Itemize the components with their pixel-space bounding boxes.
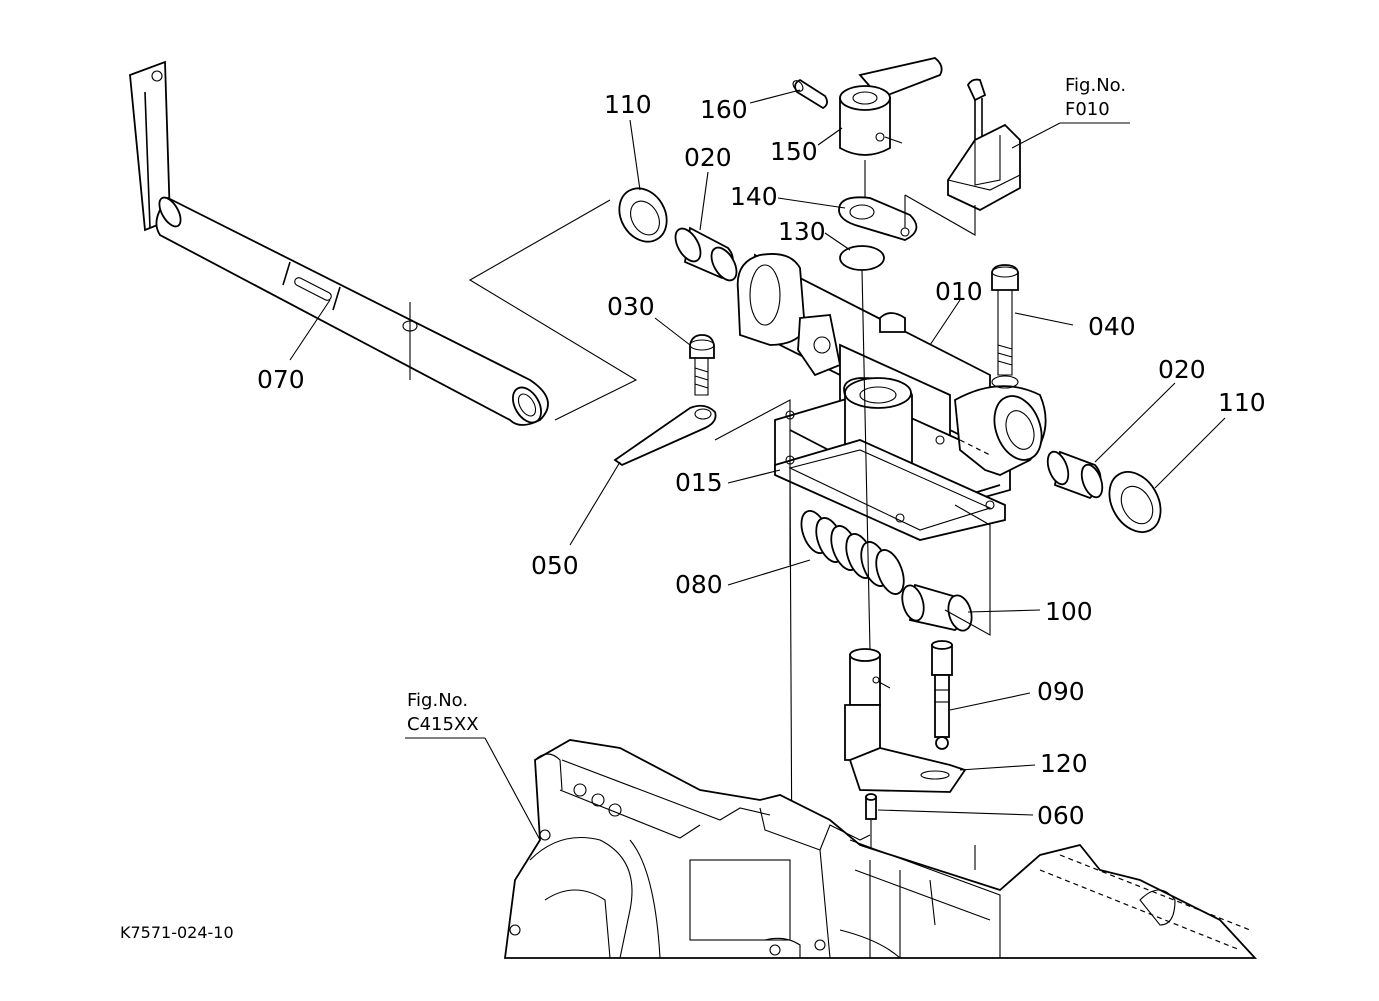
part-label-120: 120 <box>1040 749 1088 778</box>
grouping-outline-bracket <box>904 194 976 236</box>
part-015-gasket <box>774 439 1006 541</box>
part-070-shaft <box>129 60 549 426</box>
part-label-150: 150 <box>770 137 818 166</box>
part-label-130: 130 <box>778 217 826 246</box>
part-130-o-ring <box>839 245 885 271</box>
part-label-060: 060 <box>1037 801 1085 830</box>
part-label-160: 160 <box>700 95 748 124</box>
part-label-070: 070 <box>257 365 305 394</box>
part-label-010: 010 <box>935 277 983 306</box>
fig-ref-f010-number: F010 <box>1065 99 1110 120</box>
fig-ref-f010-title: Fig.No. <box>1065 75 1126 96</box>
part-label-100: 100 <box>1045 597 1093 626</box>
drawing-code: K7571-024-10 <box>120 923 234 942</box>
part-080-spring <box>800 510 905 595</box>
grouping-outline <box>468 199 638 421</box>
part-160-pin <box>792 78 828 110</box>
part-030-bolt <box>689 334 715 396</box>
part-label-020-right: 020 <box>1158 355 1206 384</box>
part-label-030: 030 <box>607 292 655 321</box>
part-150-lever <box>839 57 943 200</box>
part-label-015: 015 <box>675 468 723 497</box>
part-label-080: 080 <box>675 570 723 599</box>
axis-line <box>861 269 871 651</box>
part-label-050: 050 <box>531 551 579 580</box>
part-020-bushing-right <box>1046 450 1104 500</box>
part-020-bushing-left <box>674 226 738 282</box>
part-060-pin <box>865 793 877 848</box>
part-140-plate <box>838 195 918 241</box>
part-label-110-left: 110 <box>604 90 652 119</box>
grouping-outline-sleeve <box>944 504 991 636</box>
part-label-140: 140 <box>730 182 778 211</box>
part-040-bolt <box>991 264 1019 389</box>
part-100-sleeve <box>901 583 973 632</box>
part-label-020-left: 020 <box>684 143 732 172</box>
part-label-040: 040 <box>1088 312 1136 341</box>
part-f010-bracket <box>947 78 1021 212</box>
fig-ref-c415xx-number: C415XX <box>407 714 479 735</box>
part-110-seal-right <box>1108 471 1162 533</box>
fig-ref-c415xx-title: Fig.No. <box>407 690 468 711</box>
part-label-110-right: 110 <box>1218 388 1266 417</box>
part-090-plunger <box>931 640 953 750</box>
part-110-seal-left <box>618 187 668 243</box>
part-050-washer <box>613 404 717 467</box>
leader-lines <box>289 89 1226 841</box>
part-c415xx-case <box>503 739 1258 959</box>
part-label-090: 090 <box>1037 677 1085 706</box>
part-120-arm <box>844 648 967 793</box>
